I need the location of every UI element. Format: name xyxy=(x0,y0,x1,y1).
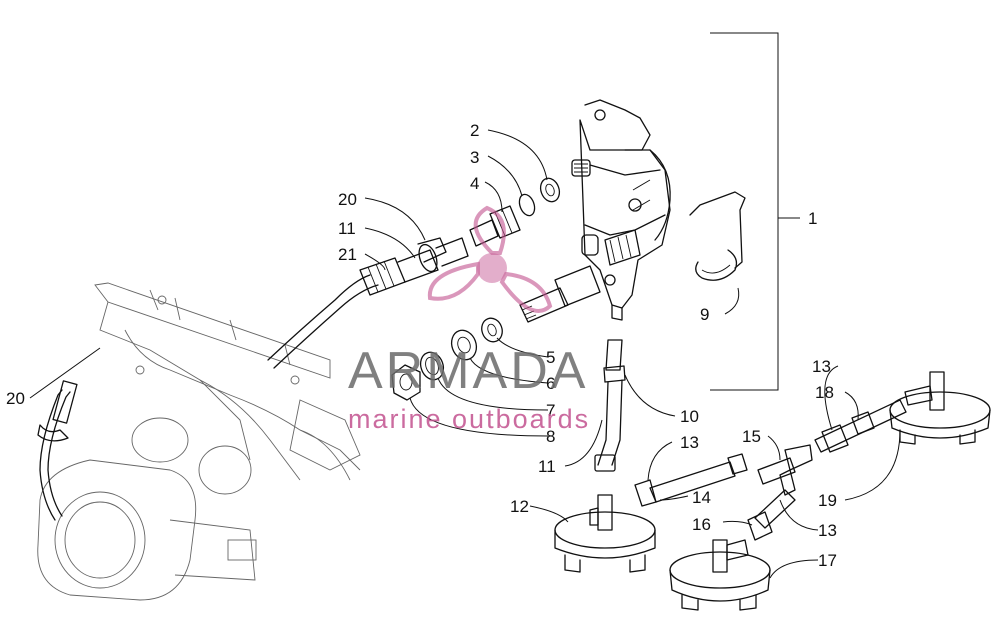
retaining-clip-9 xyxy=(689,191,746,281)
hose-19 xyxy=(814,399,907,453)
callout-13-upper: 13 xyxy=(812,357,831,376)
washer-2 xyxy=(539,177,561,203)
watermark-tagline: marine outboards xyxy=(348,404,590,434)
o-ring-3 xyxy=(518,193,536,217)
vacuum-hose-left xyxy=(37,380,78,521)
watermark: ARMADA marine outboards xyxy=(348,205,590,434)
callout-11-upper: 11 xyxy=(338,219,356,238)
callout-1: 1 xyxy=(808,209,817,228)
callout-14: 14 xyxy=(692,488,711,507)
hose-clamp-20-upper xyxy=(417,237,447,273)
pump-outlet-hose xyxy=(594,339,626,472)
nut-8 xyxy=(391,364,421,401)
hose-16 xyxy=(747,489,796,541)
vacuum-pod-17 xyxy=(669,539,771,611)
washer-6 xyxy=(450,329,478,361)
propeller-icon xyxy=(427,205,553,313)
callout-8: 8 xyxy=(546,427,555,446)
hose-14 xyxy=(634,453,748,507)
callout-15: 15 xyxy=(742,427,761,446)
throttle-body-assembly xyxy=(37,282,361,601)
t-fitting-15 xyxy=(757,444,813,496)
callout-4: 4 xyxy=(470,174,479,193)
callout-9: 9 xyxy=(700,305,709,324)
watermark-brand: ARMADA xyxy=(348,342,588,400)
washer-5 xyxy=(481,317,503,343)
callout-3: 3 xyxy=(470,148,479,167)
o-ring-7 xyxy=(419,351,445,381)
callout-17: 17 xyxy=(818,551,837,570)
callout-labels: 1 2 3 4 20 11 21 5 6 7 8 9 10 11 12 13 1… xyxy=(6,121,837,570)
callout-19: 19 xyxy=(818,491,837,510)
callout-20-left: 20 xyxy=(6,389,25,408)
vacuum-pod-upper xyxy=(889,371,991,445)
callout-13-middle: 13 xyxy=(680,433,699,452)
callout-18: 18 xyxy=(815,383,834,402)
bracket-1 xyxy=(710,32,800,391)
callout-12: 12 xyxy=(510,497,529,516)
callout-10: 10 xyxy=(680,407,699,426)
fitting-assembly-pump xyxy=(519,265,601,323)
leader-lines xyxy=(29,129,901,579)
callout-5: 5 xyxy=(546,348,555,367)
callout-6: 6 xyxy=(546,374,555,393)
fuel-hose-assembly xyxy=(267,237,469,369)
callout-2: 2 xyxy=(470,121,479,140)
callout-20-upper: 20 xyxy=(338,190,357,209)
callout-7: 7 xyxy=(546,401,555,420)
callout-13-lower: 13 xyxy=(818,521,837,540)
vacuum-pod-12 xyxy=(554,494,656,573)
callout-16: 16 xyxy=(692,515,711,534)
callout-11-lower: 11 xyxy=(538,457,556,476)
callout-21: 21 xyxy=(338,245,357,264)
fuel-pump-body xyxy=(571,99,671,321)
